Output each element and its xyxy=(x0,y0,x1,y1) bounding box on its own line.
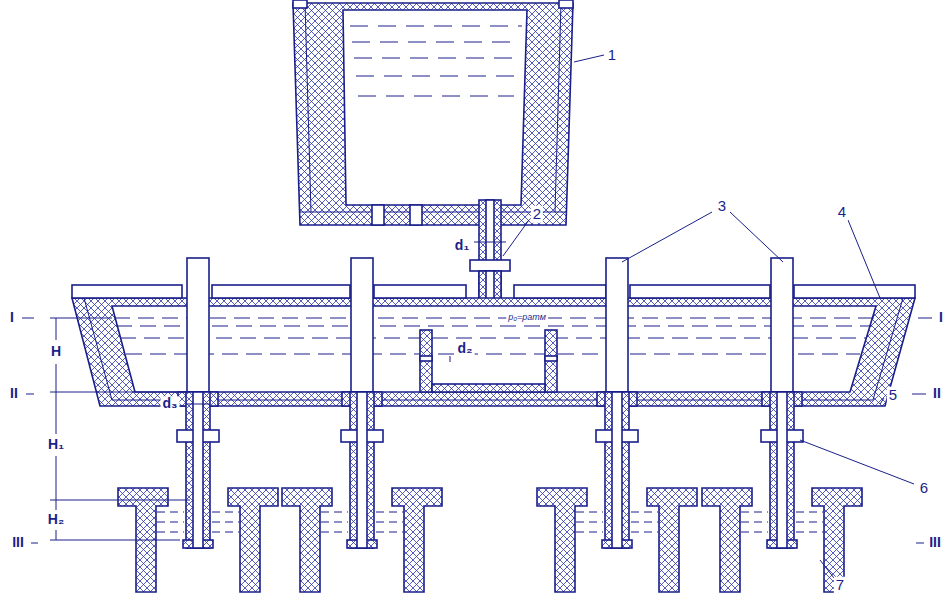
dimension-label: I xyxy=(937,310,945,325)
dimension-label: p₀=pатм xyxy=(506,313,548,323)
ladle-wall xyxy=(293,3,573,225)
callout-number: 6 xyxy=(918,480,930,497)
dimension-label: d₂ xyxy=(456,341,475,356)
dimension-label: H₁ xyxy=(46,437,66,452)
dimension-label: III xyxy=(927,535,943,550)
dimension-label: II xyxy=(8,386,20,401)
dimension-label: d₁ xyxy=(453,238,471,253)
tundish-nozzle xyxy=(761,392,803,548)
callout-number: 3 xyxy=(716,198,728,215)
dimension-label: H xyxy=(49,344,63,359)
tundish-nozzle xyxy=(341,392,383,548)
dimension-label: H₂ xyxy=(46,512,66,527)
dimension-label: d₃ xyxy=(160,396,179,411)
dimension-label: I xyxy=(8,310,16,325)
dimension-label: II xyxy=(931,386,943,401)
mold xyxy=(537,488,697,592)
callout-number: 2 xyxy=(531,206,543,223)
dimension-label: III xyxy=(10,535,26,550)
callout-number: 4 xyxy=(836,204,848,221)
mold xyxy=(282,488,442,592)
tundish-nozzle xyxy=(596,392,638,548)
tundish-nozzle xyxy=(177,392,219,548)
callout-number: 5 xyxy=(887,387,899,404)
callout-number: 7 xyxy=(834,577,846,594)
callout-number: 1 xyxy=(606,47,618,64)
